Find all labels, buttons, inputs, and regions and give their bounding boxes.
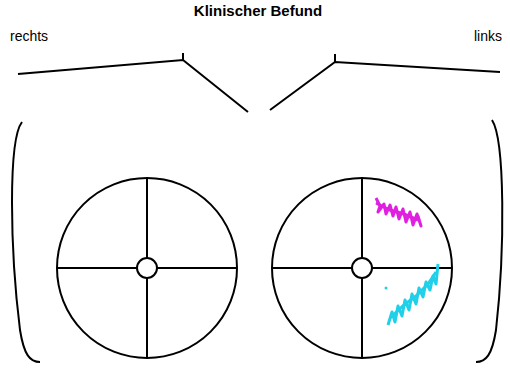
finding-scribble	[376, 203, 418, 220]
finding-scribble	[390, 272, 436, 318]
shoulder-tick	[334, 54, 336, 62]
shoulder-line	[18, 60, 248, 112]
shoulder-tick	[182, 53, 184, 60]
breast-left	[272, 178, 452, 358]
finding-scribble	[388, 264, 438, 325]
breast-right	[57, 178, 237, 358]
side-label: links	[474, 28, 502, 45]
shoulder-line	[270, 62, 500, 110]
nipple-circle	[137, 258, 157, 278]
side-curve	[476, 120, 502, 362]
finding-scribble	[376, 198, 421, 226]
breast-circle	[272, 178, 452, 358]
nipple-circle	[352, 258, 372, 278]
side-curve	[12, 122, 40, 362]
body-outline	[12, 53, 502, 362]
finding-dot	[385, 287, 388, 290]
diagram-title: Klinischer Befund	[194, 2, 322, 20]
side-label: rechts	[10, 28, 48, 45]
breast-circle	[57, 178, 237, 358]
